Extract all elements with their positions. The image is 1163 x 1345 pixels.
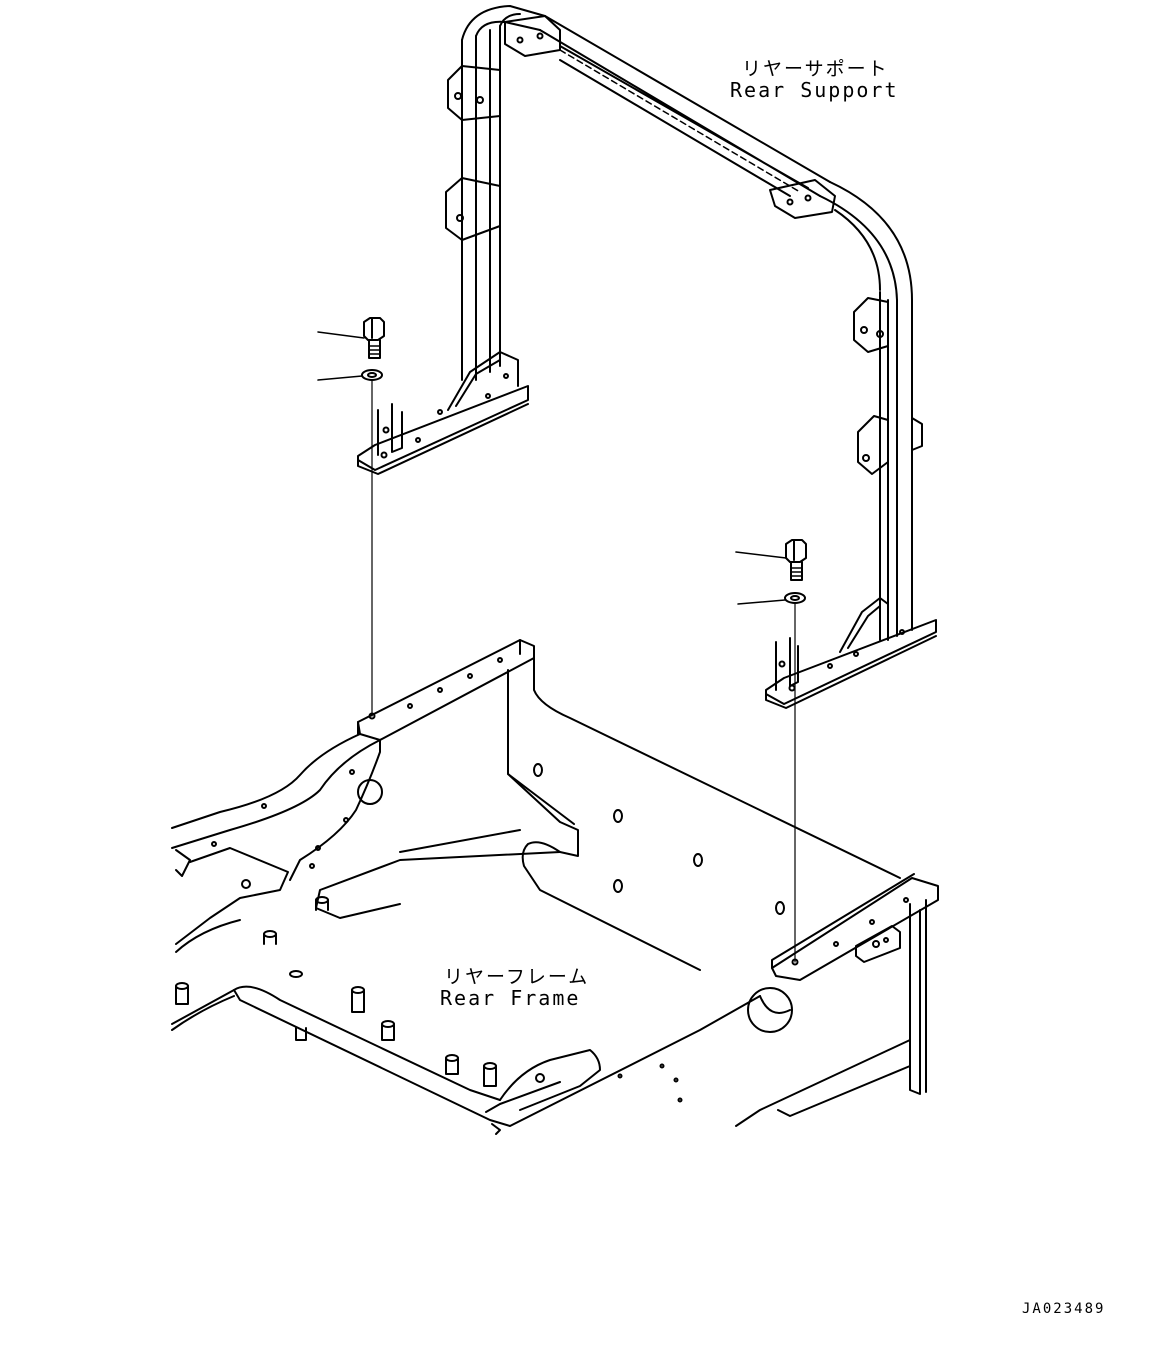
rear-frame-label-jp: リヤーフレーム [444,966,590,988]
rear-support-label-en: Rear Support [730,78,899,102]
drawing-code: JA023489 [1022,1301,1106,1317]
rear-support-frame [357,5,937,709]
washer-right [784,592,806,604]
rear-support-label-jp: リヤーサポート [742,58,889,80]
bolt-right [785,539,807,581]
washer-left [361,369,383,381]
rear-frame [171,639,939,1135]
bolt-left [363,317,385,359]
assembly-lines [371,379,796,963]
rear-frame-label-en: Rear Frame [440,986,581,1010]
frame-studs [175,896,545,1087]
callout-leaders [317,331,787,605]
